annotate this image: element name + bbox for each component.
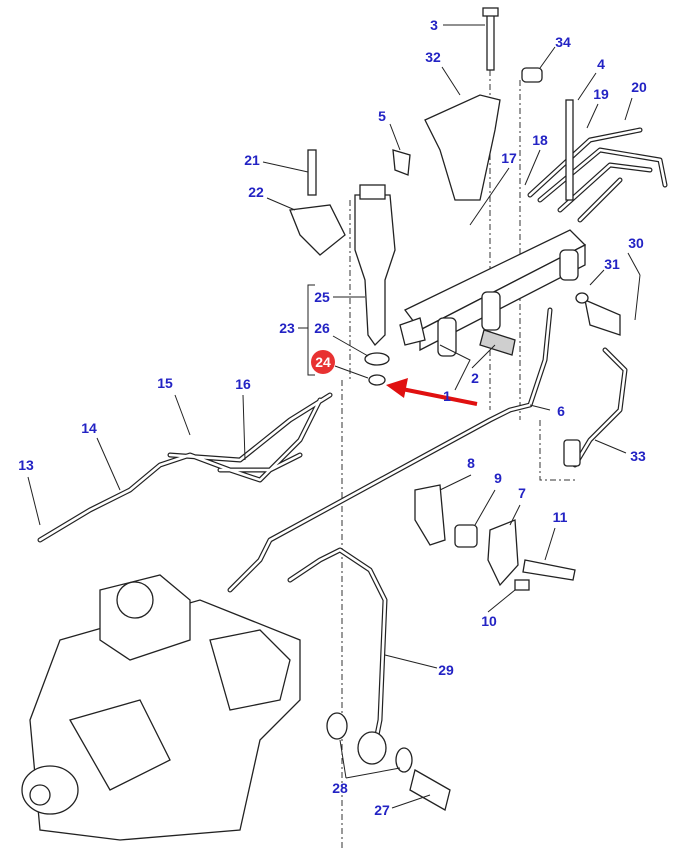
pipes [37,127,668,748]
callout-4[interactable]: 4 [597,56,605,72]
injector [354,184,396,386]
callout-5[interactable]: 5 [378,108,386,124]
group-bracket-23 [298,284,315,376]
callout-2[interactable]: 2 [471,370,479,386]
callout-24[interactable]: 24 [315,354,331,370]
callout-14[interactable]: 14 [81,420,97,436]
callout-9[interactable]: 9 [494,470,502,486]
callout-24-highlighted[interactable]: 24 [311,350,335,374]
callout-13[interactable]: 13 [18,457,34,473]
callout-33[interactable]: 33 [630,448,646,464]
callout-30[interactable]: 30 [628,235,644,251]
callout-11[interactable]: 11 [553,509,568,525]
callout-25[interactable]: 25 [314,289,330,305]
callout-31[interactable]: 31 [604,256,620,272]
small-parts [289,7,621,811]
callout-21[interactable]: 21 [244,152,260,168]
callout-20[interactable]: 20 [631,79,647,95]
callout-6[interactable]: 6 [557,403,565,419]
highlight-arrow [386,378,478,406]
common-rail [399,229,587,357]
callout-22[interactable]: 22 [248,184,264,200]
leader-lines [27,24,641,809]
callout-27[interactable]: 27 [374,802,390,818]
callout-29[interactable]: 29 [438,662,454,678]
callout-18[interactable]: 18 [532,132,548,148]
callout-28[interactable]: 28 [332,780,348,796]
callout-32[interactable]: 32 [425,49,441,65]
callout-3[interactable]: 3 [430,17,438,33]
callout-23[interactable]: 23 [279,320,295,336]
callout-19[interactable]: 19 [593,86,609,102]
callout-16[interactable]: 16 [235,376,251,392]
callout-8[interactable]: 8 [467,455,475,471]
callout-1[interactable]: 1 [443,388,451,404]
callout-34[interactable]: 34 [555,34,571,50]
injection-pump [21,574,301,841]
callout-7[interactable]: 7 [518,485,526,501]
callout-26[interactable]: 26 [314,320,330,336]
callout-10[interactable]: 10 [481,613,497,629]
centre-lines [341,70,575,850]
callout-15[interactable]: 15 [157,375,173,391]
callout-17[interactable]: 17 [501,150,517,166]
callout-labels: 3 34 32 4 20 19 5 18 17 21 22 30 31 25 2… [18,17,647,818]
